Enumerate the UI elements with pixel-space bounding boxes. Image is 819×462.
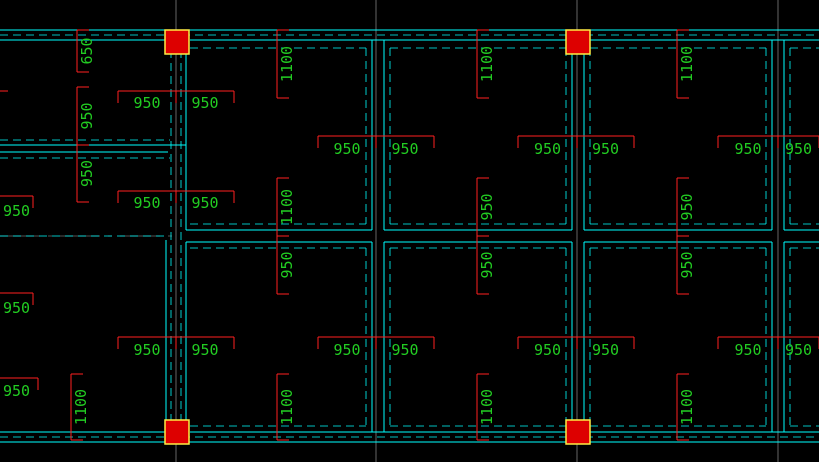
dimension-annotations: 950 950 950 950 950 950 950 950 950 950 950 950 950 9… [0, 29, 819, 441]
dimension-label-vertical: 950 [478, 193, 496, 220]
dimension-label-vertical: 1100 [478, 46, 496, 82]
dimension-label-vertical: 1100 [278, 389, 296, 425]
dimension-label: 950 [133, 94, 160, 112]
dimension-label: 950 [333, 140, 360, 158]
dimension-label-vertical: 950 [678, 251, 696, 278]
dimension-label: 950 [534, 341, 561, 359]
dimension-label: 950 [191, 94, 218, 112]
dimension-label: 950 [133, 341, 160, 359]
dimension-label: 950 [534, 140, 561, 158]
dimension-label: 950 [3, 202, 30, 220]
dimension-label-vertical: 1100 [478, 389, 496, 425]
dimension-label: 950 [3, 382, 30, 400]
dimension-label-vertical: 1100 [278, 46, 296, 82]
dimension-label: 950 [785, 341, 812, 359]
dimension-label-vertical: 1100 [678, 46, 696, 82]
dimension-label-vertical: 650 [78, 37, 96, 64]
dimension-label: 950 [333, 341, 360, 359]
dimension-label: 950 [785, 140, 812, 158]
grid-axes [0, 0, 779, 462]
dimension-label: 950 [391, 140, 418, 158]
column [164, 29, 190, 55]
dimension-label: 950 [592, 140, 619, 158]
column [164, 419, 190, 445]
columns [164, 29, 591, 445]
dimension-label: 950 [734, 341, 761, 359]
dimension-label: 950 [391, 341, 418, 359]
column [565, 419, 591, 445]
dimension-label-vertical: 1100 [72, 389, 90, 425]
dimension-label: 950 [191, 341, 218, 359]
dimension-label-vertical: 950 [78, 102, 96, 129]
dimension-label-vertical: 950 [678, 193, 696, 220]
dimension-label: 950 [592, 341, 619, 359]
dimension-label-vertical: 1100 [678, 389, 696, 425]
dimension-label: 950 [191, 194, 218, 212]
column [565, 29, 591, 55]
dimension-label-vertical: 950 [78, 160, 96, 187]
dimension-label: 950 [3, 299, 30, 317]
dimension-label-vertical: 950 [478, 251, 496, 278]
dimension-label: 950 [133, 194, 160, 212]
dimension-label: 950 [734, 140, 761, 158]
dimension-label-vertical: 950 [278, 251, 296, 278]
dimension-label-vertical: 1100 [278, 189, 296, 225]
beam-lines [0, 29, 819, 443]
